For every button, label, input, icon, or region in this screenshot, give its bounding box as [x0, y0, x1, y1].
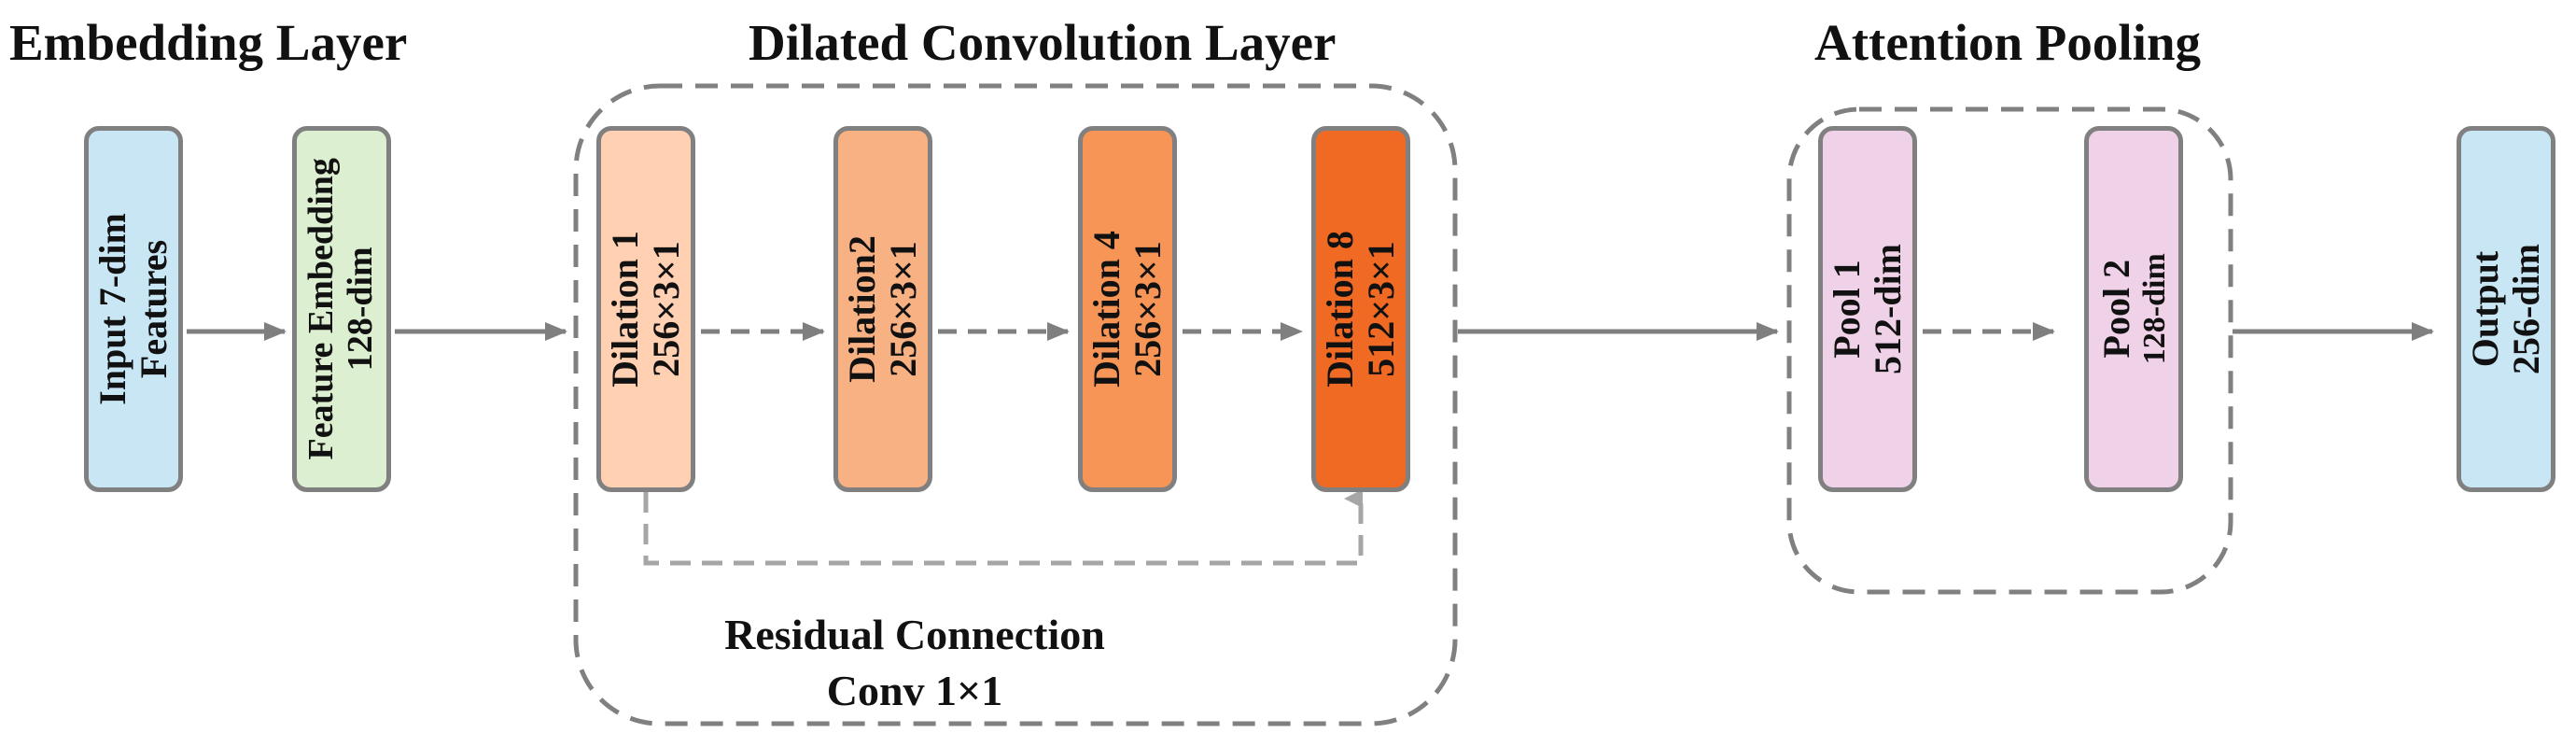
input-block-sublabel: Features: [133, 239, 175, 379]
dilation-2-shape: 256×3×1: [882, 241, 925, 377]
pool-2-dim: 128-dim: [2136, 253, 2172, 365]
input-block-label: Input 7-dim: [91, 213, 133, 405]
embedding-layer-title: Embedding Layer: [9, 14, 408, 71]
output-dim: 256-dim: [2505, 244, 2547, 374]
pool-1-label: Pool 1: [1826, 260, 1868, 359]
dilation-8-shape: 512×3×1: [1360, 241, 1403, 377]
residual-connection-conv: Conv 1×1: [826, 666, 1003, 714]
pool-2-label: Pool 2: [2094, 260, 2137, 359]
dilation-1-shape: 256×3×1: [645, 241, 688, 377]
dilated-convolution-group-outline: [573, 83, 1458, 726]
dilation-4-shape: 256×3×1: [1127, 241, 1169, 377]
dilation-4-label: Dilation 4: [1085, 231, 1128, 388]
residual-connection-label: Residual Connection Conv 1×1: [560, 607, 1269, 719]
residual-connection-arrow: [643, 489, 1364, 566]
attention-pooling-group-outline: [1786, 106, 2233, 595]
embedding-block-sublabel: 128-dim: [341, 247, 380, 372]
dilation-1-label: Dilation 1: [604, 231, 647, 388]
embedding-block-label: Feature Embedding: [301, 158, 342, 460]
output-label: Output: [2464, 250, 2506, 368]
pool-1-dim: 512-dim: [1867, 244, 1909, 374]
dilation-8-label: Dilation 8: [1319, 231, 1362, 388]
attention-pooling-title: Attention Pooling: [1814, 14, 2202, 71]
dilation-2-label: Dilation2: [841, 235, 884, 383]
residual-connection-title: Residual Connection: [724, 611, 1105, 658]
dilated-convolution-layer-title: Dilated Convolution Layer: [749, 14, 1337, 71]
